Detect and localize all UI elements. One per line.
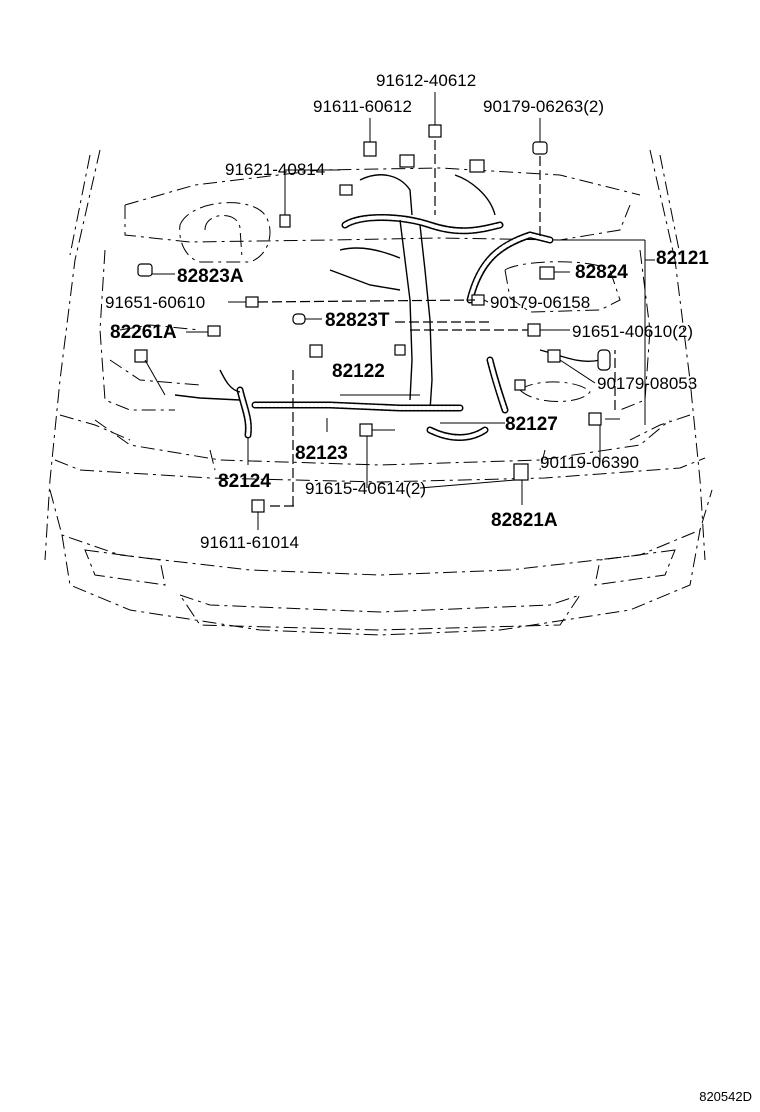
engine-wire-harness <box>329 174 554 411</box>
label-90179-06263: 90179-06263(2) <box>483 97 604 116</box>
leader-lines <box>144 92 655 530</box>
label-82124: 82124 <box>218 471 271 492</box>
label-82823t: 82823T <box>325 310 390 331</box>
label-91612-40612: 91612-40612 <box>376 71 476 90</box>
label-82127: 82127 <box>505 414 558 435</box>
label-90179-08053: 90179-08053 <box>597 374 697 393</box>
part-labels: 91612-40612 91611-60612 90179-06263(2) 9… <box>105 71 709 552</box>
label-82824: 82824 <box>575 262 628 283</box>
label-90119-06390: 90119-06390 <box>540 453 639 472</box>
label-82121: 82121 <box>656 248 709 269</box>
vehicle-body-outline <box>44 149 713 636</box>
cowl-wire-harness <box>174 369 464 439</box>
label-82123: 82123 <box>295 443 348 464</box>
label-91611-61014: 91611-61014 <box>200 533 299 552</box>
label-90179-06158: 90179-06158 <box>490 293 590 312</box>
label-82823a: 82823A <box>177 266 244 287</box>
label-82261a: 82261A <box>110 322 177 343</box>
label-91651-40610: 91651-40610(2) <box>572 322 693 341</box>
front-harness-right <box>426 349 601 441</box>
label-91621-40814: 91621-40814 <box>225 160 325 179</box>
label-91615-40614: 91615-40614(2) <box>305 479 426 498</box>
label-91611-60612: 91611-60612 <box>313 97 412 116</box>
diagram-code: 820542D <box>699 1089 752 1104</box>
label-82821a: 82821A <box>491 510 558 531</box>
label-91651-60610: 91651-60610 <box>105 293 205 312</box>
label-82122: 82122 <box>332 361 385 382</box>
fastener-parts <box>134 124 611 513</box>
